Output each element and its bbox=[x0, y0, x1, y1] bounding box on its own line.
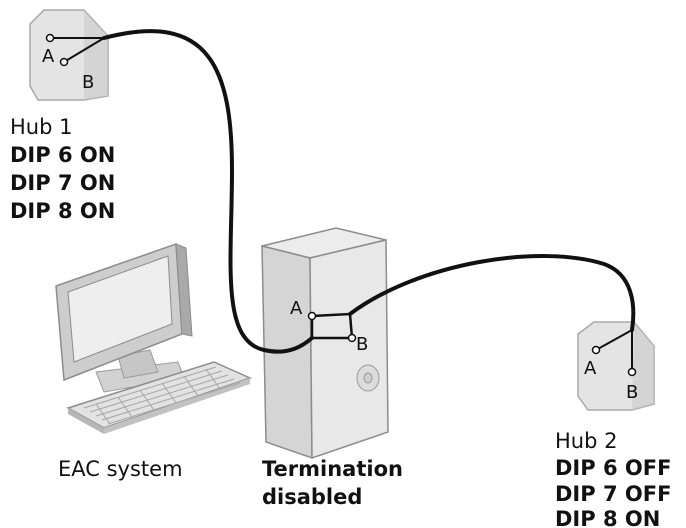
eac-pin-a-label: A bbox=[290, 298, 303, 319]
eac-terminal-a-dot bbox=[307, 311, 317, 321]
cable-eac-to-hub2 bbox=[348, 254, 636, 332]
eac-system-label: EAC system bbox=[58, 457, 183, 481]
hub-2-dip-8: DIP 8 ON bbox=[555, 507, 661, 528]
termination-line-1: Termination bbox=[262, 457, 403, 481]
hub-2-dip-6: DIP 6 OFF bbox=[555, 456, 672, 480]
hub1-terminal-b-dot bbox=[59, 57, 69, 67]
hub1-pin-b-label: B bbox=[82, 72, 94, 93]
hub-1-dip-7: DIP 7 ON bbox=[10, 171, 116, 195]
hub-2-dip-7: DIP 7 OFF bbox=[555, 482, 672, 506]
hub-1-dip-6: DIP 6 ON bbox=[10, 143, 116, 167]
eac-pin-b-label: B bbox=[356, 334, 368, 355]
keyboard bbox=[66, 361, 253, 434]
cable-hub1-to-eac bbox=[102, 29, 314, 354]
hub2-pin-a-label: A bbox=[584, 358, 597, 379]
eac-terminal-b-dot bbox=[347, 333, 357, 343]
hub-2-title: Hub 2 bbox=[555, 429, 618, 453]
monitor bbox=[55, 242, 193, 393]
hub1-terminal-a-dot bbox=[45, 33, 55, 43]
hub2-pin-b-label: B bbox=[626, 382, 638, 403]
hub-1-title: Hub 1 bbox=[10, 115, 73, 139]
eac-tower bbox=[261, 227, 389, 460]
hub-1-device bbox=[29, 9, 109, 101]
hub-2-device bbox=[577, 321, 655, 411]
hub-1-dip-8: DIP 8 ON bbox=[10, 199, 116, 223]
termination-line-2: disabled bbox=[262, 485, 363, 509]
hub1-pin-a-label: A bbox=[42, 46, 55, 67]
hub2-terminal-b-dot bbox=[627, 367, 637, 377]
hub2-terminal-a-dot bbox=[591, 345, 601, 355]
